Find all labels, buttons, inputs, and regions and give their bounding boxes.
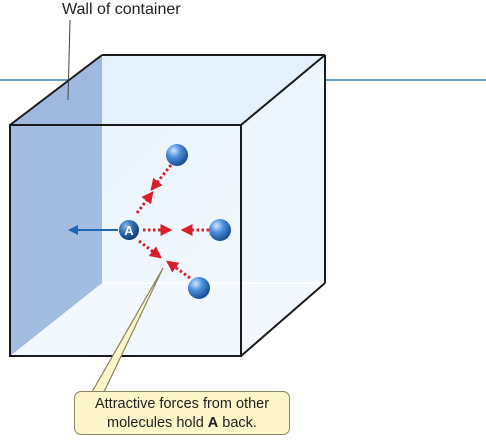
molecule-a — [119, 220, 139, 240]
molecule-bottom — [188, 277, 210, 299]
callout-line-2-before: molecules hold — [107, 415, 208, 431]
callout-line-2: molecules hold A back. — [75, 414, 289, 433]
force-arrow-top-outer — [150, 164, 173, 191]
molecule-top — [166, 144, 188, 166]
callout-line-2-after: back. — [218, 415, 257, 431]
right-face — [241, 55, 325, 356]
callout-line-1: Attractive forces from other — [94, 396, 270, 412]
force-arrow-bottom-inner — [138, 239, 162, 259]
callout-box: Attractive forces from other molecules h… — [74, 391, 290, 435]
left-wall-overlay — [10, 55, 102, 356]
molecule-right — [209, 219, 231, 241]
attractive-force-arrows — [135, 164, 209, 280]
force-arrow-top-inner — [135, 191, 154, 214]
wall-leader-line — [67, 19, 71, 101]
container-edges — [9, 54, 326, 357]
wall-label: Wall of container — [62, 1, 181, 18]
molecule-a-label: A — [124, 223, 134, 238]
callout-line-2-bold: A — [207, 415, 219, 431]
